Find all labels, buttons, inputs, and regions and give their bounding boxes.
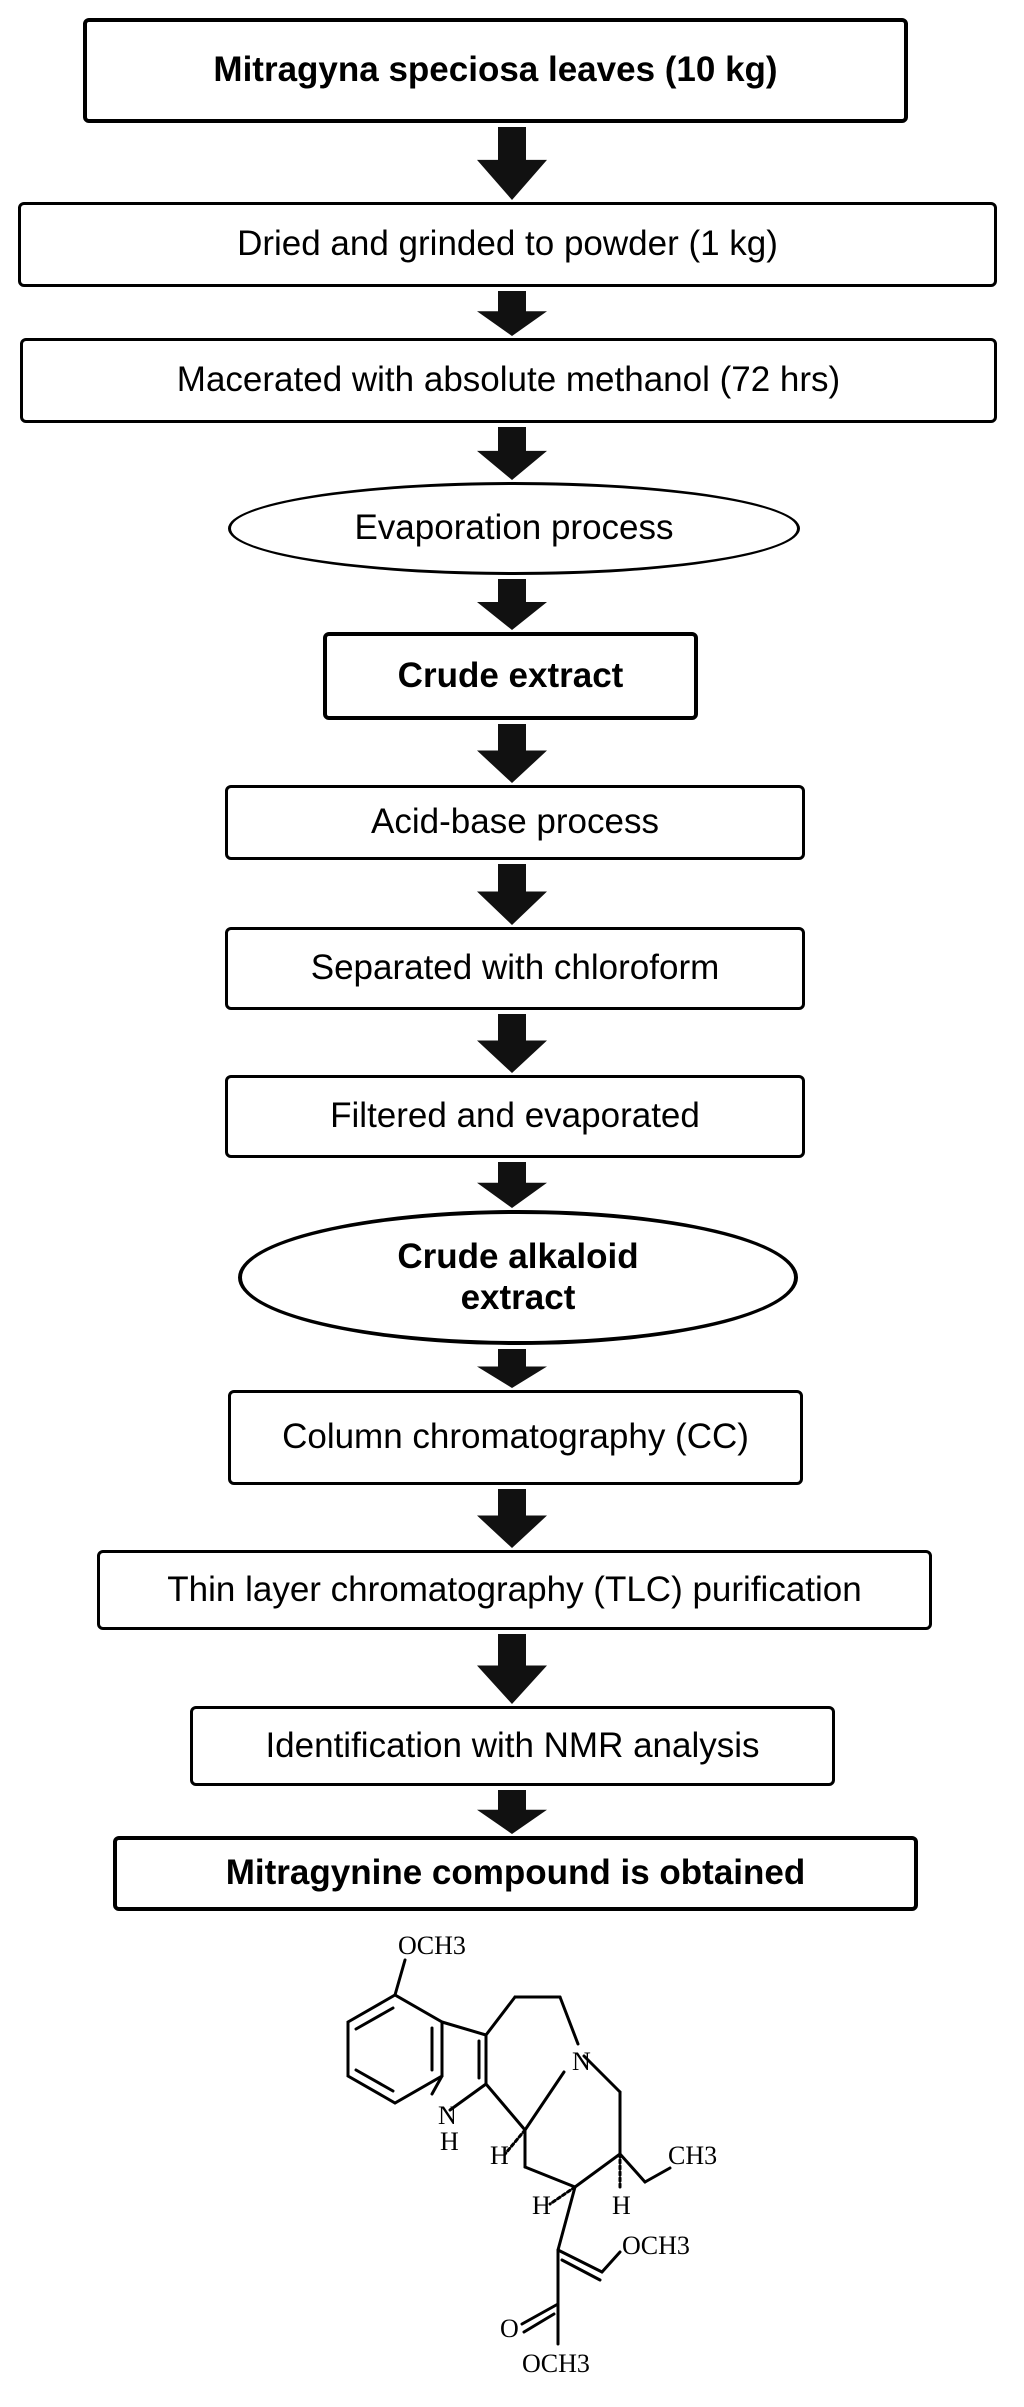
label-h-right: H: [612, 2191, 631, 2220]
flow-arrow-11: [477, 1634, 547, 1704]
label-n-ring: N: [572, 2047, 591, 2076]
mitragynine-structure-svg: OCH3 N H N H CH3 H H OCH3 O OCH3: [346, 1931, 717, 2378]
step-leaves-label: Mitragyna speciosa leaves (10 kg): [213, 50, 778, 90]
label-o-carbonyl: O: [500, 2314, 519, 2343]
step-filtered-label: Filtered and evaporated: [330, 1096, 700, 1136]
step-crude-extract: Crude extract: [323, 632, 698, 720]
step-chloroform-label: Separated with chloroform: [310, 948, 720, 988]
step-mitragynine-label: Mitragynine compound is obtained: [225, 1853, 806, 1893]
flow-arrow-7: [477, 1014, 547, 1073]
label-h-bottom: H: [532, 2191, 551, 2220]
step-tlc-label: Thin layer chromatography (TLC) purifica…: [167, 1569, 862, 1609]
step-crude-alkaloid-label: Crude alkaloid extract: [397, 1237, 639, 1317]
flow-arrow-3: [477, 427, 547, 480]
step-crude-extract-label: Crude extract: [397, 655, 624, 695]
flow-arrow-9: [477, 1349, 547, 1388]
mitragynine-structure: OCH3 N H N H CH3 H H OCH3 O OCH3: [300, 1931, 760, 2402]
step-column: Column chromatography (CC): [228, 1390, 803, 1485]
flow-arrow-1: [477, 127, 547, 200]
label-nh-n: N: [438, 2101, 457, 2130]
flow-arrow-6: [477, 864, 547, 925]
step-powder-label: Dried and grinded to powder (1 kg): [237, 224, 778, 264]
step-evaporation: Evaporation process: [228, 482, 800, 575]
step-mitragynine: Mitragynine compound is obtained: [113, 1836, 918, 1911]
step-evaporation-label: Evaporation process: [354, 508, 674, 548]
label-och3-ester: OCH3: [522, 2349, 590, 2378]
step-powder: Dried and grinded to powder (1 kg): [18, 202, 997, 287]
step-nmr-label: Identification with NMR analysis: [265, 1725, 760, 1765]
step-filtered: Filtered and evaporated: [225, 1075, 805, 1158]
step-macerated-label: Macerated with absolute methanol (72 hrs…: [176, 360, 841, 400]
step-acid-base: Acid-base process: [225, 785, 805, 860]
step-tlc: Thin layer chromatography (TLC) purifica…: [97, 1550, 932, 1630]
label-ch3: CH3: [668, 2141, 717, 2170]
label-h-left: H: [490, 2141, 509, 2170]
step-acid-base-label: Acid-base process: [371, 802, 659, 842]
step-crude-alkaloid: Crude alkaloid extract: [238, 1210, 798, 1345]
label-nh-h: H: [440, 2127, 459, 2156]
step-macerated: Macerated with absolute methanol (72 hrs…: [20, 338, 997, 423]
step-column-label: Column chromatography (CC): [282, 1417, 749, 1457]
flow-arrow-8: [477, 1162, 547, 1208]
flow-arrow-2: [477, 291, 547, 336]
step-chloroform: Separated with chloroform: [225, 927, 805, 1010]
flow-arrow-12: [477, 1790, 547, 1834]
step-leaves: Mitragyna speciosa leaves (10 kg): [83, 18, 908, 123]
flow-arrow-10: [477, 1489, 547, 1548]
step-nmr: Identification with NMR analysis: [190, 1706, 835, 1786]
flow-arrow-4: [477, 579, 547, 630]
label-och3-vinyl: OCH3: [622, 2231, 690, 2260]
label-och3-top: OCH3: [398, 1932, 466, 1960]
flow-arrow-5: [477, 724, 547, 783]
